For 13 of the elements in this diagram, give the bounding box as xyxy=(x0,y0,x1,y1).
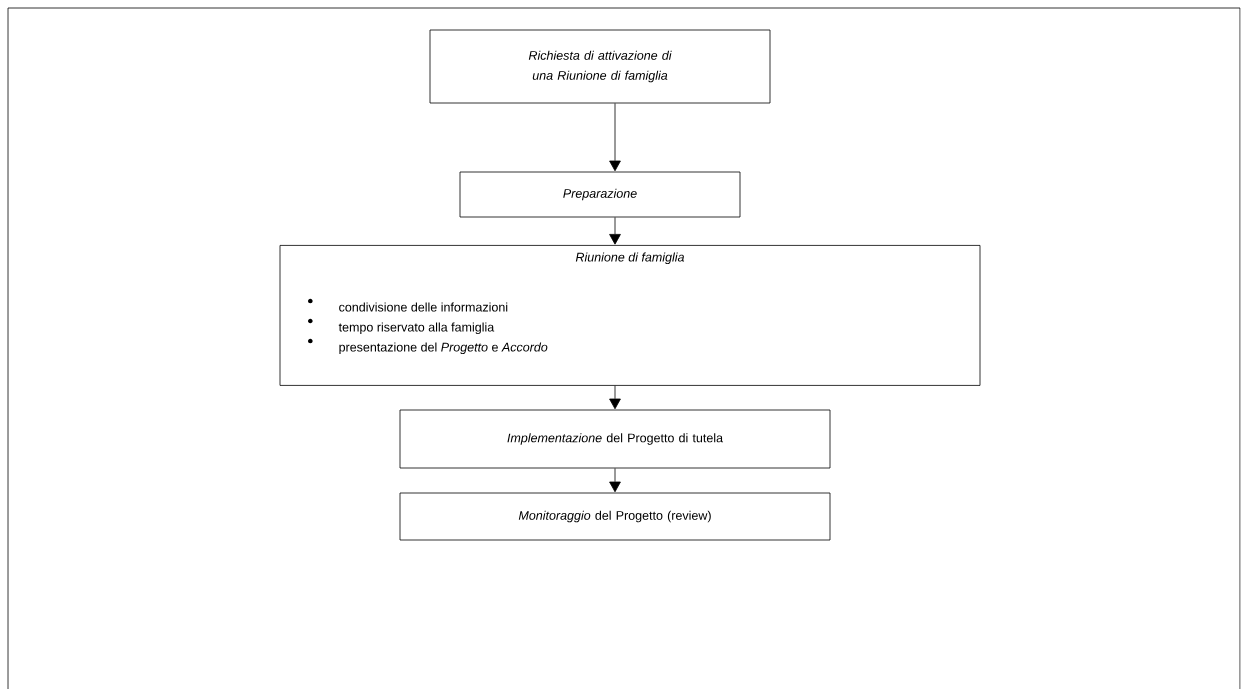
arrow xyxy=(609,385,621,410)
bullet-item: tempo riservato alla famiglia xyxy=(338,322,495,335)
process-box: Preparazione xyxy=(459,171,741,218)
bulleted-box xyxy=(279,245,981,386)
process-box: Richiesta di attivazione di una Riunione di famiglia xyxy=(429,29,771,104)
arrow xyxy=(609,217,621,245)
process-box: Monitoraggio del Progetto (review) xyxy=(399,492,831,541)
arrow xyxy=(609,468,621,493)
process-box: Implementazione del Progetto di tutela xyxy=(399,409,831,469)
bullet-item: condivisione delle informazioni xyxy=(339,302,508,312)
bullet-item: presentazione del Progetto e Accordo xyxy=(339,342,548,355)
box-heading: Riunione di famiglia xyxy=(575,252,685,265)
arrow xyxy=(609,103,621,172)
